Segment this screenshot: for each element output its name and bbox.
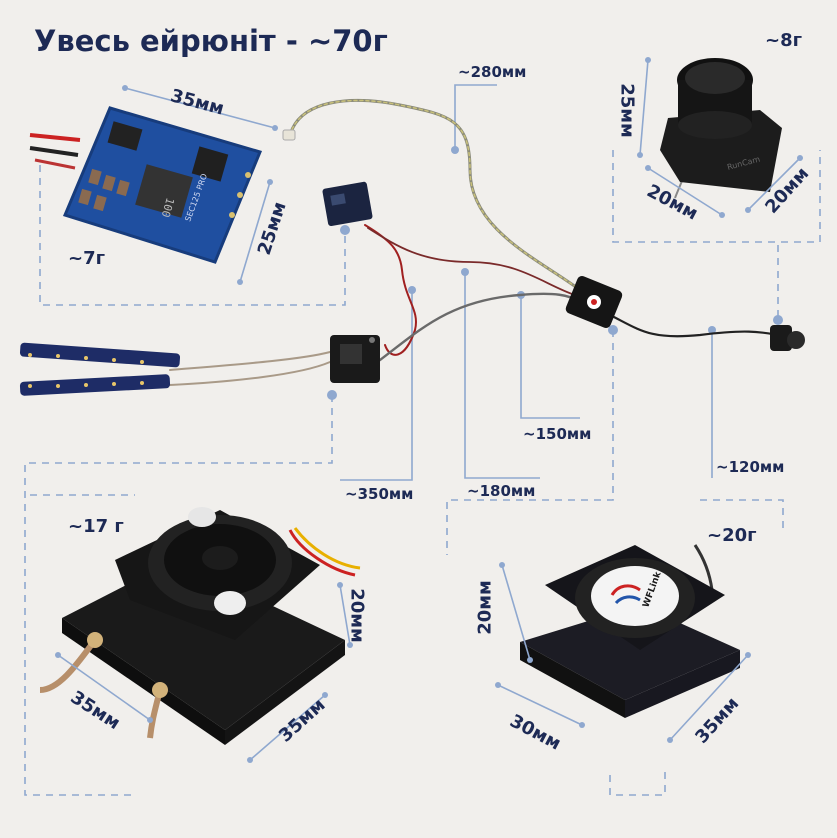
cable-180 — [378, 292, 582, 362]
vtx-weight-label: ~20г — [707, 525, 757, 546]
receiver-frame — [24, 395, 333, 796]
camera-dimensions — [639, 59, 801, 216]
receiver-weight-label: ~17 г — [68, 516, 124, 537]
small-board — [322, 181, 373, 227]
receiver-module — [39, 507, 361, 745]
vtx-frame-bottom — [609, 770, 666, 796]
camera-height-label: 25мм — [616, 83, 638, 138]
antenna-leads — [169, 351, 331, 371]
gps-module: 100 SEC125 PRO — [29, 106, 263, 264]
cable-350-label: ~350мм — [345, 485, 414, 503]
cables — [169, 99, 792, 386]
leader-350 — [340, 290, 413, 481]
gps-frame — [39, 165, 346, 306]
gps-dimensions — [124, 87, 276, 283]
vtx-module: WFLink — [520, 544, 740, 718]
cable-180-label: ~180мм — [467, 482, 536, 500]
camera-module: RunCam — [660, 58, 782, 199]
leader-dots — [327, 146, 783, 400]
cable-350 — [364, 224, 417, 356]
vtx-frame — [446, 330, 614, 555]
gps-weight-label: ~7г — [68, 248, 106, 269]
receiver-height-label: 20мм — [346, 588, 368, 643]
page-title: Увесь ейрюніт - ~70г — [34, 24, 388, 58]
vtx-height-label: 20мм — [474, 580, 496, 635]
leader-180 — [464, 272, 540, 479]
gps-chip-text: 100 — [159, 196, 177, 219]
vtx-frame-right — [700, 499, 784, 530]
cable-150-label: ~150мм — [523, 425, 592, 443]
cable-leaders — [340, 84, 713, 481]
receiver-dimensions — [57, 584, 351, 761]
cable-120-label: ~120мм — [716, 458, 785, 476]
camera-weight-label: ~8г — [765, 30, 803, 51]
cable-120 — [608, 313, 792, 340]
antennas — [19, 342, 181, 396]
leader-280 — [454, 84, 497, 150]
cable-280-label: ~280мм — [458, 63, 527, 81]
vtx-dimensions — [497, 564, 749, 741]
leader-150 — [520, 295, 580, 419]
callout-frames — [24, 150, 821, 796]
camera-frame — [612, 150, 821, 243]
cable-components — [282, 129, 805, 383]
